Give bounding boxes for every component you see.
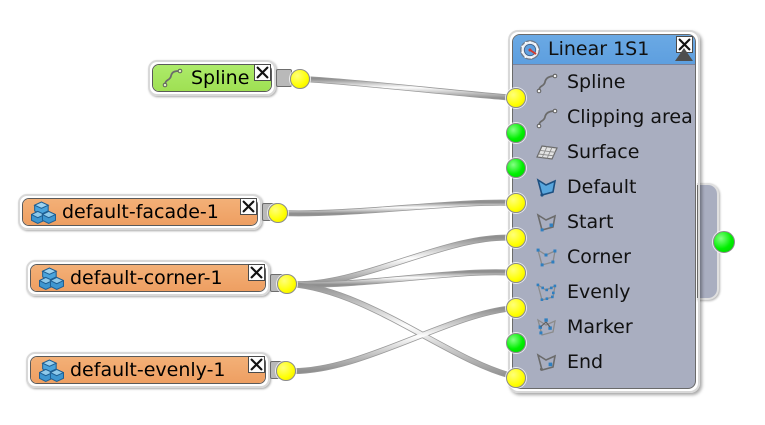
input-row-surface[interactable]: Surface	[513, 135, 695, 170]
input-port-surface[interactable]	[506, 158, 526, 178]
input-port-clipping-area[interactable]	[506, 123, 526, 143]
input-port-end[interactable]	[506, 368, 526, 388]
input-label-end: End	[567, 351, 604, 373]
close-icon[interactable]	[248, 356, 265, 373]
input-label-clipping-area: Clipping area	[567, 106, 693, 128]
input-row-end[interactable]: End	[513, 345, 695, 380]
main-node-title: Linear 1S1	[548, 38, 650, 60]
close-icon[interactable]	[254, 64, 271, 81]
input-row-marker[interactable]: Marker	[513, 310, 695, 345]
source-node-default-facade-1[interactable]: default-facade-1	[18, 194, 262, 230]
polygon-corner-icon	[535, 246, 559, 270]
output-port-default-facade-1[interactable]	[268, 203, 288, 223]
input-port-start[interactable]	[506, 228, 526, 248]
input-label-evenly: Evenly	[567, 281, 631, 303]
output-port-default-evenly-1[interactable]	[276, 361, 296, 381]
source-node-default-evenly-1[interactable]: default-evenly-1	[26, 352, 270, 388]
source-node-label-spline: Spline	[191, 66, 250, 89]
input-row-evenly[interactable]: Evenly	[513, 275, 695, 310]
close-icon[interactable]	[240, 198, 257, 215]
close-icon[interactable]	[248, 264, 265, 281]
input-port-spline[interactable]	[506, 88, 526, 108]
input-label-spline: Spline	[567, 71, 626, 93]
input-row-clipping-area[interactable]: Clipping area	[513, 100, 695, 135]
main-node-titlebar[interactable]: Linear 1S1	[513, 35, 695, 65]
source-node-label-default-corner-1: default-corner-1	[70, 266, 223, 289]
polygon-evenly-icon	[535, 281, 559, 305]
polygon-marker-icon	[535, 316, 559, 340]
spline-curve-icon	[535, 106, 559, 130]
input-label-start: Start	[567, 211, 614, 233]
protractor-gauge-icon	[519, 39, 541, 61]
source-node-label-default-facade-1: default-facade-1	[62, 200, 219, 223]
main-node-input-rows: Spline Clipping area	[513, 65, 695, 388]
blue-cubes-icon	[39, 358, 64, 383]
blue-cubes-icon	[31, 200, 56, 225]
main-node-collapse-icon[interactable]	[675, 48, 693, 61]
input-port-evenly[interactable]	[506, 298, 526, 318]
close-x-glyph	[250, 266, 263, 279]
input-row-start[interactable]: Start	[513, 205, 695, 240]
mesh-surface-icon	[535, 141, 559, 165]
source-node-default-corner-1[interactable]: default-corner-1	[26, 260, 270, 296]
output-port-green[interactable]	[713, 231, 735, 253]
close-x-glyph	[242, 200, 255, 213]
input-row-corner[interactable]: Corner	[513, 240, 695, 275]
output-tab-divider	[697, 185, 698, 298]
spline-curve-icon	[535, 71, 559, 95]
source-node-spline[interactable]: Spline	[148, 60, 276, 96]
spline-curve-icon	[161, 66, 185, 90]
polygon-blue-icon	[535, 176, 559, 200]
input-label-default: Default	[567, 176, 637, 198]
input-label-surface: Surface	[567, 141, 640, 163]
input-port-corner[interactable]	[506, 263, 526, 283]
polygon-end-icon	[535, 351, 559, 375]
main-node-linear-1s1[interactable]: Linear 1S1 Spline	[508, 30, 700, 393]
output-port-spline[interactable]	[290, 69, 310, 89]
input-port-default[interactable]	[506, 193, 526, 213]
close-x-glyph	[250, 358, 263, 371]
output-port-default-corner-1[interactable]	[277, 274, 297, 294]
polygon-start-icon	[535, 211, 559, 235]
blue-cubes-icon	[39, 266, 64, 291]
input-label-marker: Marker	[567, 316, 633, 338]
close-x-glyph	[256, 66, 269, 79]
input-row-spline[interactable]: Spline	[513, 65, 695, 100]
input-label-corner: Corner	[567, 246, 631, 268]
input-row-default[interactable]: Default	[513, 170, 695, 205]
source-node-label-default-evenly-1: default-evenly-1	[70, 358, 226, 381]
input-port-marker[interactable]	[506, 333, 526, 353]
